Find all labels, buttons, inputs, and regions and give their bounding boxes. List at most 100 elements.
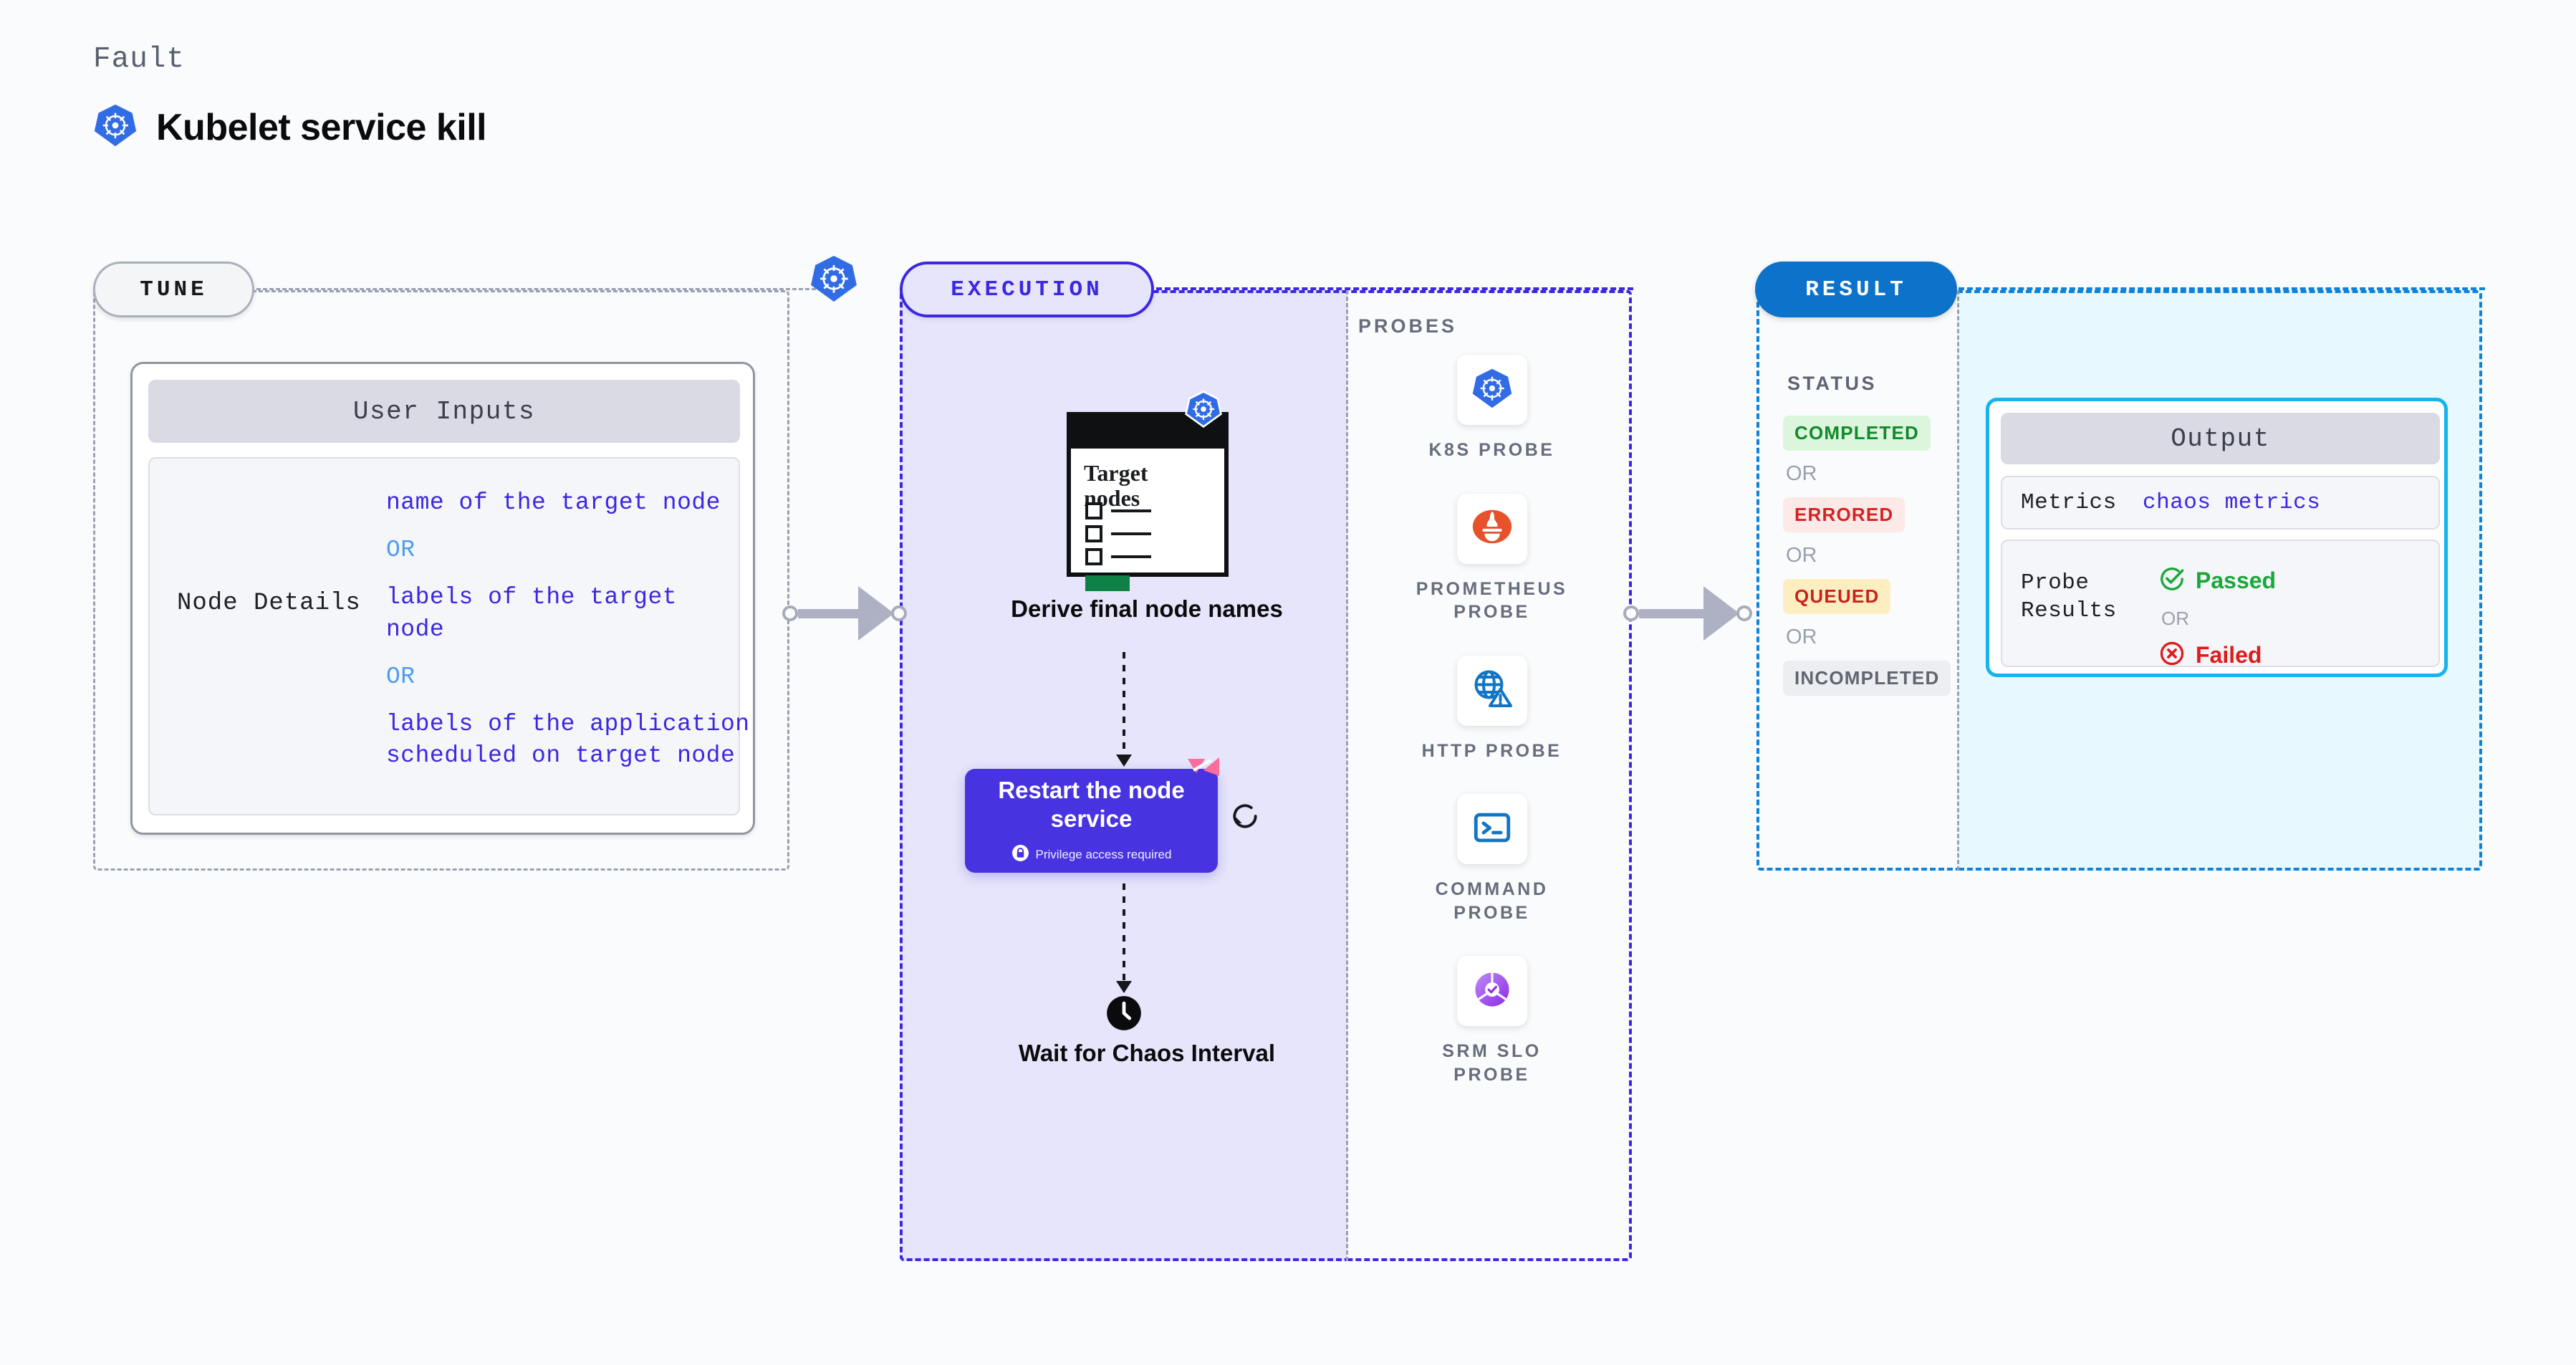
probe-result-passed: Passed [2158,565,2276,596]
check-circle-icon [2158,565,2186,596]
restart-step-label: Restart the node service [998,777,1185,832]
probe-result-separator: OR [2161,608,2189,629]
status-badge-incompleted: INCOMPLETED [1783,661,1951,696]
node-value-separator-1: OR [386,663,415,690]
connector-tune-to-execution [782,586,907,641]
flow-connector-line [1122,652,1125,755]
x-circle-icon [2158,640,2186,671]
privilege-note: Privilege access required [1011,844,1172,866]
kubernetes-icon [93,103,138,151]
target-card-row [1085,525,1151,542]
node-value-separator-0: OR [386,537,415,564]
status-separator: OR [1786,544,1817,567]
metrics-key: Metrics [2021,490,2117,515]
terminal-icon [1471,807,1513,852]
probe-item-command[interactable]: COMMAND PROBE [1354,794,1630,924]
probe-label: HTTP PROBE [1421,740,1562,761]
derive-step-label: Derive final node names [1011,595,1283,622]
connector-arrowhead [858,586,894,641]
node-details-values: name of the target node OR labels of the… [386,487,749,772]
status-badge-completed: COMPLETED [1783,416,1931,451]
probe-result-failed: Failed [2158,640,2276,671]
probes-heading: PROBES [1358,315,1458,337]
probe-icon-wrapper [1456,655,1527,726]
target-card-row [1085,548,1151,565]
tune-pill-label: TUNE [93,262,254,317]
node-value-2: labels of the application scheduled on t… [386,711,750,770]
node-details-box: Node Details name of the target node OR … [148,457,749,815]
probe-label: PROMETHEUS PROBE [1416,578,1568,623]
placeholder-line [1111,509,1151,512]
lock-icon [1011,844,1029,866]
node-details-label: Node Details [177,590,361,617]
flow-arrowhead [1115,981,1132,993]
result-pill-label: RESULT [1755,262,1957,317]
status-badge-errored: ERRORED [1783,497,1905,532]
connector-start-dot [1623,605,1639,621]
fault-eyebrow: Fault [93,43,186,76]
progress-bar-fill [1085,575,1130,591]
connector-execution-to-result [1623,586,1752,641]
srm-slo-icon [1471,969,1513,1014]
result-panel: RESULT [1755,262,2485,871]
user-inputs-header: User Inputs [148,380,740,443]
target-nodes-card: Target nodes [1067,412,1229,591]
refresh-icon [1229,800,1261,835]
target-card-title: Target nodes [1084,460,1148,511]
probe-results-row: Probe Results Passed OR [2001,540,2440,668]
probe-item-prometheus[interactable]: PROMETHEUS PROBE [1354,493,1630,624]
status-badge-queued: QUEUED [1783,579,1891,614]
probe-result-failed-label: Failed [2196,642,2262,668]
connector-end-dot [1736,605,1752,621]
kubernetes-icon [1185,391,1222,431]
user-inputs-card: User Inputs Node Details name of the tar… [130,362,755,835]
privilege-note-text: Privilege access required [1035,847,1172,861]
result-status-divider [1957,290,1959,871]
connector-arrowhead [1703,586,1739,641]
wait-step-label: Wait for Chaos Interval [1018,1040,1276,1066]
connector-start-dot [782,605,798,621]
probe-icon-wrapper [1456,493,1527,564]
execution-flow: Target nodes Derive final node nam [900,290,1347,1261]
execution-probes-divider [1346,290,1348,1261]
clock-icon [1105,995,1143,1035]
prometheus-icon [1470,504,1514,552]
probe-icon-wrapper [1456,794,1527,864]
kubernetes-icon [1471,368,1513,413]
checkbox-icon [1085,502,1102,519]
http-globe-warning-icon [1471,667,1514,714]
restart-node-service-step: Restart the node service Privilege acces… [965,769,1218,873]
result-dashed-connector [1959,287,2485,290]
probe-item-srm-slo[interactable]: SRM SLO PROBE [1354,956,1630,1086]
output-header: Output [2001,413,2440,464]
status-separator: OR [1786,462,1817,485]
status-list: COMPLETED OR ERRORED OR QUEUED OR INCOMP… [1783,416,1951,696]
checkbox-icon [1085,525,1102,542]
probe-result-passed-label: Passed [2196,567,2277,593]
metrics-row: Metrics chaos metrics [2001,476,2440,530]
connector-line [1639,608,1705,618]
node-value-0: name of the target node [386,489,721,516]
probe-item-http[interactable]: HTTP PROBE [1354,655,1630,763]
probes-list: K8S PROBE PROMETHEUS PROBE [1354,355,1630,1118]
placeholder-line [1111,532,1151,535]
probe-results-key: Probe Results [2021,570,2117,623]
page-title: Kubelet service kill [156,106,487,148]
probe-label: SRM SLO PROBE [1442,1041,1542,1085]
kubernetes-icon [809,254,858,307]
status-heading: STATUS [1787,373,1877,394]
probe-label: COMMAND PROBE [1435,879,1549,923]
tune-panel: TUNE User Inputs Node Details name of th… [93,256,857,871]
probe-item-k8s[interactable]: K8S PROBE [1354,355,1630,462]
connector-line [798,608,860,618]
metrics-value: chaos metrics [2143,490,2321,515]
execution-dashed-connector [1156,287,1633,290]
checkbox-icon [1085,548,1102,565]
flow-connector-line [1122,883,1125,982]
probe-icon-wrapper [1456,956,1527,1026]
execution-pill-label: EXECUTION [900,262,1154,317]
tune-panel-border [93,290,789,871]
fault-title-row: Kubelet service kill [93,103,487,151]
target-card-row [1085,502,1151,519]
probe-label: K8S PROBE [1428,440,1555,460]
